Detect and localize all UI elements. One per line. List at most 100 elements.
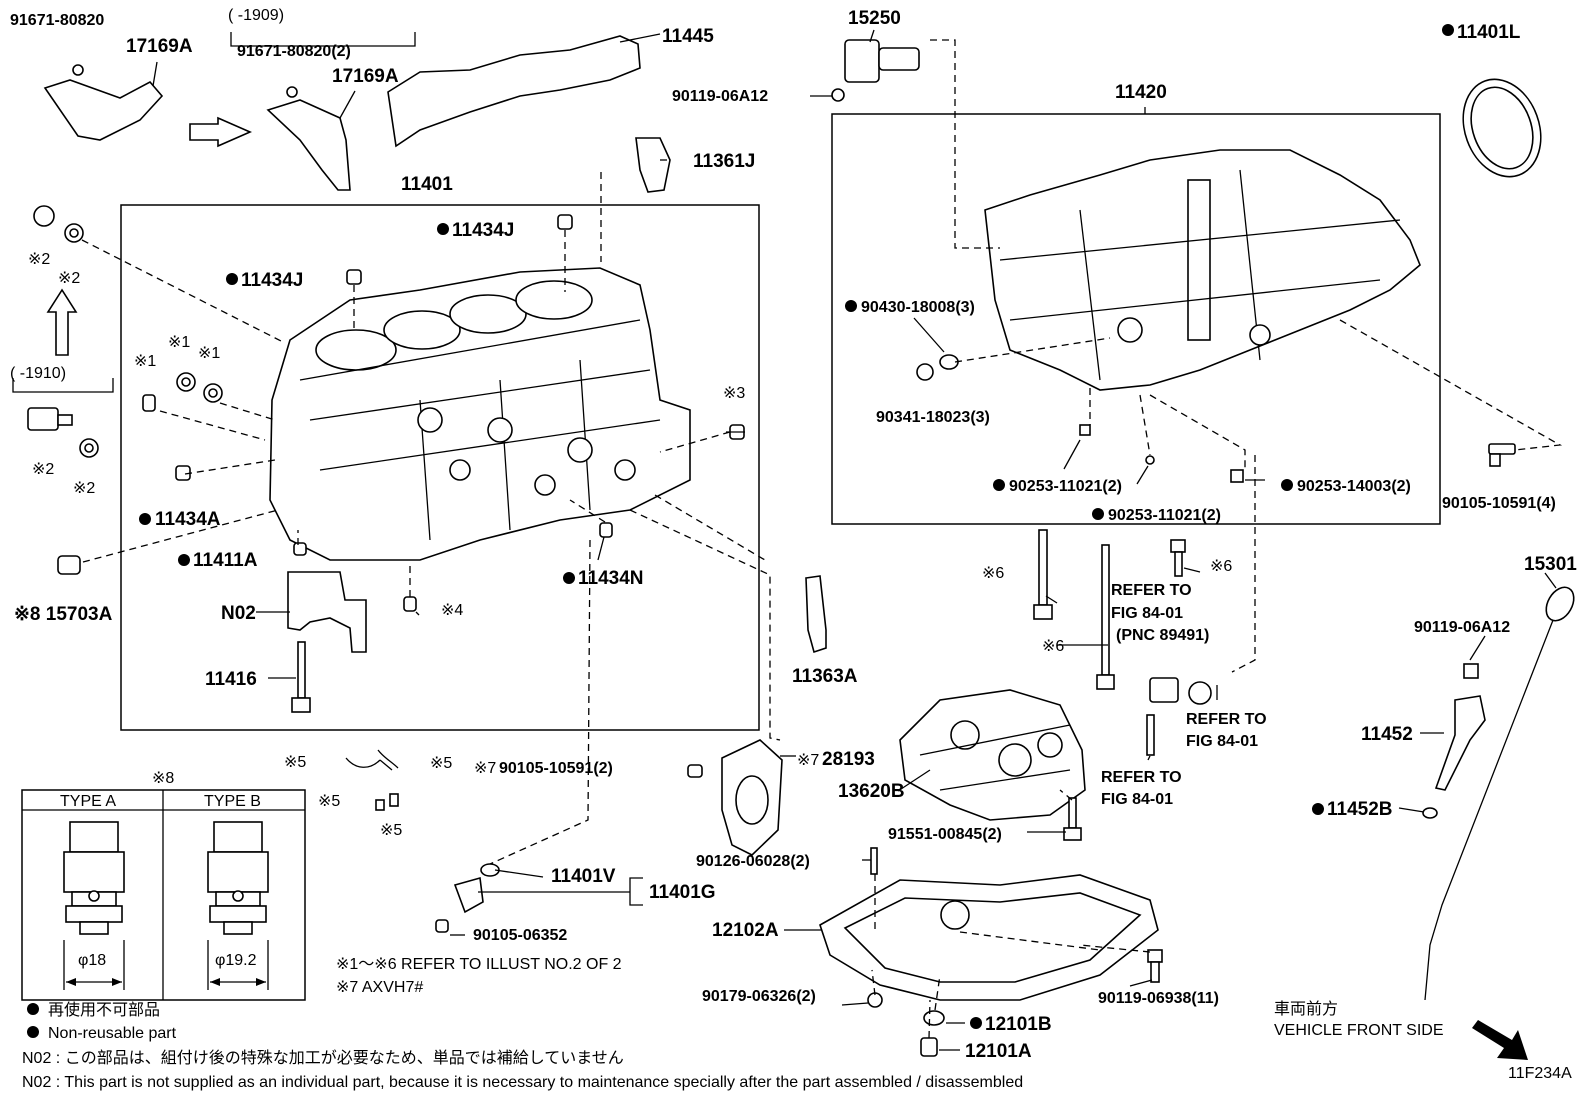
engine-hanger-front — [43, 79, 164, 141]
note-refer-illust: ※1～※6 REFER TO ILLUST NO.2 OF 2 — [336, 956, 622, 973]
refer-2-line-1: REFER TO — [1186, 711, 1267, 728]
note-nonreusable-jp: 再使用不可部品 — [48, 1001, 160, 1019]
filled-dot-icon — [27, 24, 1454, 1038]
label-11420: 11420 — [1115, 82, 1167, 103]
mark-2-a: ※2 — [28, 251, 50, 268]
mark-1-c: ※1 — [198, 345, 220, 362]
refer-1-line-2: FIG 84-01 — [1111, 605, 1183, 622]
label-91671-a: 91671-80820 — [10, 12, 104, 29]
label-11401l: 11401L — [1457, 22, 1521, 43]
label-11445: 11445 — [662, 26, 714, 47]
refer-2-line-2: FIG 84-01 — [1186, 733, 1258, 750]
mark-7-a: ※7 — [474, 760, 496, 777]
oil-pan-upper-11420 — [984, 149, 1421, 391]
label-11434j-b: 11434J — [241, 270, 303, 291]
label-90105-a: 90105-10591(4) — [1442, 495, 1556, 512]
mark-3: ※3 — [723, 385, 745, 402]
arrow-up-icon — [46, 288, 78, 356]
mark-5-c: ※5 — [318, 793, 340, 810]
range-bracket-1910 — [12, 378, 114, 393]
label-90119-b: 90119-06A12 — [1414, 619, 1510, 636]
label-90105-b: 90105-10591(2) — [499, 760, 613, 777]
label-28193: 28193 — [822, 749, 875, 770]
label-91551: 91551-00845(2) — [888, 826, 1002, 843]
refer-1-line-3: (PNC 89491) — [1116, 627, 1209, 644]
label-11416: 11416 — [205, 669, 257, 690]
label-11452b: 11452B — [1327, 799, 1393, 820]
label-90253-c: 90253-14003(2) — [1297, 478, 1411, 495]
vehicle-front-en: VEHICLE FRONT SIDE — [1274, 1022, 1444, 1039]
note-nonreusable-en: Non-reusable part — [48, 1025, 177, 1042]
vehicle-front-jp: 車両前方 — [1274, 1000, 1338, 1018]
label-90126: 90126-06028(2) — [696, 853, 810, 870]
label-90253-a: 90253-11021(2) — [1009, 478, 1122, 495]
heat-insulator-11445 — [387, 35, 641, 148]
note-n02-jp: N02 : この部品は、組付け後の特殊な加工が必要なため、単品では補給していませ… — [22, 1049, 624, 1067]
note-axvh7: ※7 AXVH7# — [336, 979, 423, 996]
label-11452: 11452 — [1361, 724, 1413, 745]
mark-6-b: ※6 — [1210, 558, 1232, 575]
part-labels: 91671-80820 17169A ( -1909) 91671-80820(… — [10, 7, 1577, 1062]
oil-pump-13620B — [899, 689, 1086, 821]
refer-3-line-1: REFER TO — [1101, 769, 1182, 786]
label-15301: 15301 — [1524, 554, 1577, 575]
cylinder-block-11401 — [269, 267, 691, 561]
label-13620b: 13620B — [838, 781, 905, 802]
label-15703a: ※8 15703A — [14, 604, 113, 625]
vehicle-front-arrow-icon — [1472, 1020, 1528, 1060]
label-11434j-a: 11434J — [452, 220, 514, 241]
oil-pan-upper-box — [831, 113, 1441, 525]
cylinder-block-box — [120, 204, 760, 731]
dashed-leaders — [81, 39, 1563, 1039]
label-11363a: 11363A — [792, 666, 858, 687]
label-11434a: 11434A — [155, 509, 221, 530]
mark-2-b: ※2 — [58, 270, 80, 287]
mark-1-b: ※1 — [168, 334, 190, 351]
label-11401: 11401 — [401, 174, 453, 195]
arrow-icon — [189, 116, 252, 148]
oil-level-gauge-guide-11452 — [1434, 695, 1486, 791]
label-90253-b: 90253-11021(2) — [1108, 507, 1221, 524]
diameter-type-b: φ19.2 — [215, 952, 257, 969]
bearing-cap-N02 — [287, 571, 367, 653]
diameter-type-a: φ18 — [78, 952, 106, 969]
type-b-header: TYPE B — [204, 793, 261, 810]
label-15250: 15250 — [848, 8, 901, 29]
refer-3-line-2: FIG 84-01 — [1101, 791, 1173, 808]
label-90341: 90341-18023(3) — [876, 409, 990, 426]
label-range-1910: ( -1910) — [10, 365, 66, 382]
label-91671-b: 91671-80820(2) — [237, 43, 351, 60]
note-n02-en: N02 : This part is not supplied as an in… — [22, 1074, 1023, 1091]
oil-pan-12102A — [819, 874, 1159, 1001]
label-17169a-b: 17169A — [332, 66, 399, 87]
label-90119-a: 90119-06A12 — [672, 88, 768, 105]
mark-5-d: ※5 — [380, 822, 402, 839]
label-11434n: 11434N — [578, 568, 644, 589]
label-12101a: 12101A — [965, 1041, 1032, 1062]
label-90179: 90179-06326(2) — [702, 988, 816, 1005]
label-12101b: 12101B — [985, 1014, 1052, 1035]
label-90430: 90430-18008(3) — [861, 299, 975, 316]
mark-4: ※4 — [441, 602, 463, 619]
label-12102a: 12102A — [712, 920, 779, 941]
mark-2-d: ※2 — [73, 480, 95, 497]
leader-lines — [152, 29, 1557, 1051]
refer-1-line-1: REFER TO — [1111, 582, 1192, 599]
mark-1-a: ※1 — [134, 353, 156, 370]
label-11401g: 11401G — [649, 882, 716, 903]
label-range-1909: ( -1909) — [228, 7, 284, 24]
mark-7-b: ※7 — [797, 752, 819, 769]
mark-6-c: ※6 — [1042, 638, 1064, 655]
label-90105-c: 90105-06352 — [473, 927, 567, 944]
label-11411a: 11411A — [193, 550, 258, 571]
range-bracket-1909 — [230, 32, 416, 47]
type-a-header: TYPE A — [60, 793, 116, 810]
label-11401v: 11401V — [551, 866, 616, 887]
label-17169a-a: 17169A — [126, 36, 193, 57]
engine-hanger-rear — [266, 99, 351, 191]
label-n02: N02 — [221, 603, 256, 624]
dipstick-15301 — [1424, 614, 1556, 1001]
diagram-id: 11F234A — [1508, 1065, 1572, 1082]
notes: ※1～※6 REFER TO ILLUST NO.2 OF 2 ※7 AXVH7… — [22, 956, 1572, 1091]
